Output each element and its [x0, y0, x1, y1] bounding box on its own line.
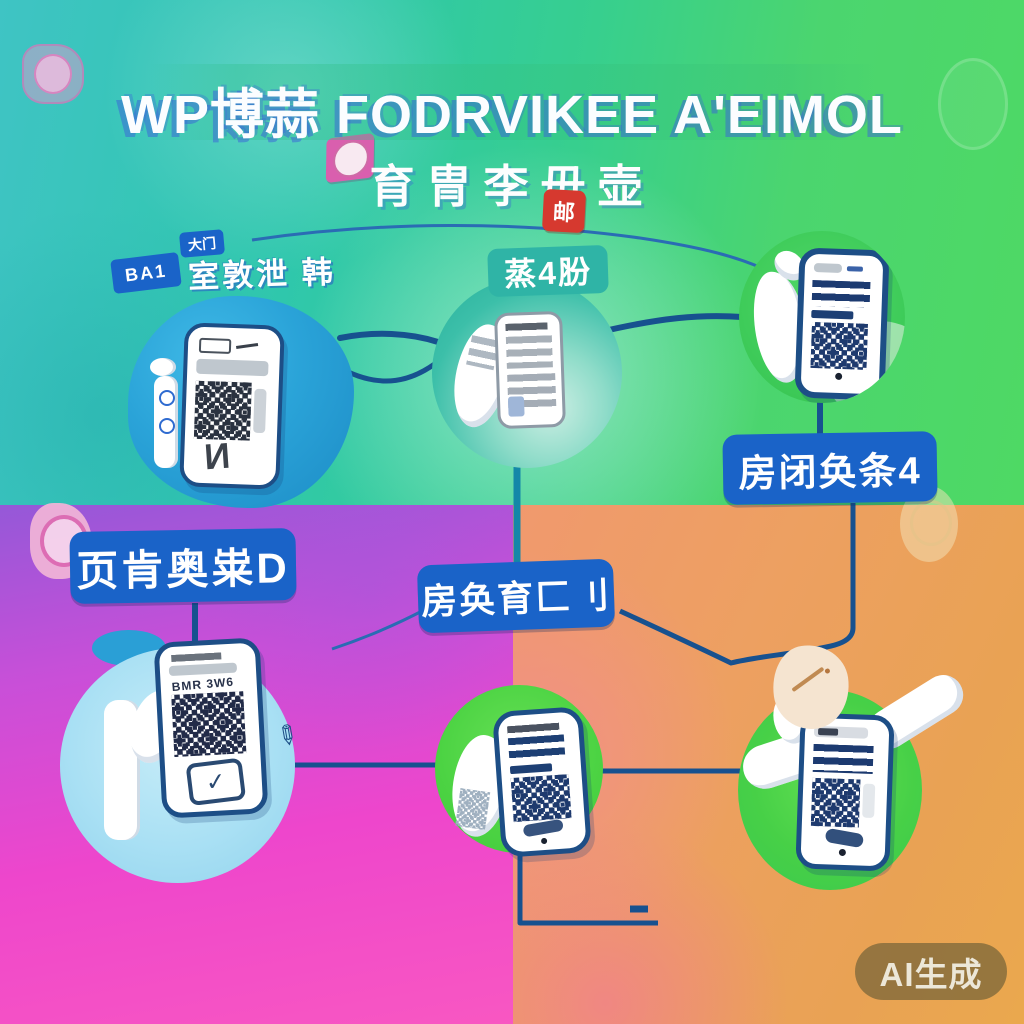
node1-phone-screen: И: [187, 330, 277, 482]
screen-navy-rows: [507, 734, 566, 763]
qr-side-tab: [862, 783, 876, 819]
blob-dot-mark: [824, 668, 831, 674]
node5-phone: [492, 706, 592, 858]
screen-navy-bar: [811, 309, 854, 320]
page-title: WP博蒜 FODRVIKEE A'EIMOL: [121, 85, 903, 145]
node2-badge: 蒸4肦: [487, 244, 609, 298]
node3-green-circle: [739, 231, 905, 403]
screen-smudge: [522, 818, 564, 838]
screen-smudge: [824, 827, 865, 849]
thin-line-into-center-label: [331, 608, 425, 651]
qr-code: [810, 777, 861, 828]
node1-blue-blob: И: [128, 296, 354, 508]
node6-phone: [795, 712, 895, 872]
node5-phone-screen: [501, 715, 583, 849]
screen-gray-bar: [196, 358, 269, 377]
screen-top-chip-icon: [846, 266, 864, 272]
screen-top-pill-icon: [813, 262, 843, 273]
screen-top-chip-icon: [817, 728, 839, 736]
node1-caption: 室敦泄 韩: [187, 254, 337, 295]
hand-dotted-texture: [455, 788, 491, 830]
faint-ring-doodle-icon: [938, 58, 1008, 150]
qr-side-tab: [253, 388, 267, 434]
right-flow-label: 房闭奂条4: [722, 431, 938, 505]
qr-code: [510, 774, 572, 823]
checkmark-logo-icon: ✓: [185, 757, 247, 807]
node5-green-circle: [435, 685, 603, 858]
node3-phone: [794, 247, 890, 401]
node4-phone: BMR 3W6 ✓: [153, 637, 269, 819]
screen-navy-bar: [509, 763, 553, 775]
center-flow-label: 房奂育匚刂: [416, 558, 616, 634]
home-button-dot: [838, 848, 847, 857]
node6-phone-screen: [804, 721, 886, 863]
screen-gray-bar: [168, 662, 238, 677]
screen-blue-chip: [507, 396, 525, 417]
ai-generated-watermark: AI生成: [855, 943, 1007, 1000]
node4-phone-screen: BMR 3W6 ✓: [162, 646, 260, 810]
line-node2-node3: [597, 313, 745, 335]
pole-glyph-icon: [159, 390, 175, 406]
node2-teal-circle: [432, 278, 622, 468]
screen-navy-rows: [812, 743, 874, 774]
pole-stand-icon: [154, 376, 178, 468]
screen-top-caret-icon: [236, 342, 259, 350]
home-button-dot: [540, 837, 548, 845]
screen-status-dashes: [171, 652, 222, 662]
page-subtitle: 育冑李毌壶: [369, 161, 655, 212]
screen-header-line: [505, 322, 548, 332]
pole-glyph-icon: [159, 418, 175, 434]
qr-code: [810, 321, 869, 370]
node1-phone: И: [179, 322, 285, 490]
screen-navy-rows: [811, 279, 871, 308]
node2-phone: [493, 310, 567, 430]
pink-doodle-icon: [22, 44, 84, 104]
blob-slash-mark: [791, 666, 825, 693]
screen-top-dashes: [507, 722, 560, 735]
left-flow-label: 页肯奥粜D: [69, 528, 297, 604]
screen-top-pill-icon: [198, 337, 232, 354]
qr-code: [193, 380, 252, 441]
node3-phone-screen: [804, 257, 880, 391]
node2-phone-screen: [500, 317, 560, 423]
pole-knob-icon: [150, 358, 176, 376]
node1-app-logo-glyph: И: [202, 434, 232, 478]
title-banner: [148, 64, 876, 140]
screen-paragraph-lines: [505, 335, 553, 369]
home-button-dot: [835, 372, 843, 381]
red-seal-stamp-icon: 邮: [541, 188, 587, 234]
line-node1-node2-lower: [341, 357, 443, 384]
node4-lightblue-circle: BMR 3W6 ✓: [60, 637, 295, 883]
qr-caption-text: BMR 3W6: [171, 674, 235, 695]
line-node1-node2-upper: [337, 330, 441, 345]
line-node5-down-elbow: [517, 852, 658, 926]
qr-code: [171, 691, 247, 757]
swoosh-right-label-to-center-label: [618, 503, 856, 666]
arc-node1-to-node3: [251, 224, 775, 276]
